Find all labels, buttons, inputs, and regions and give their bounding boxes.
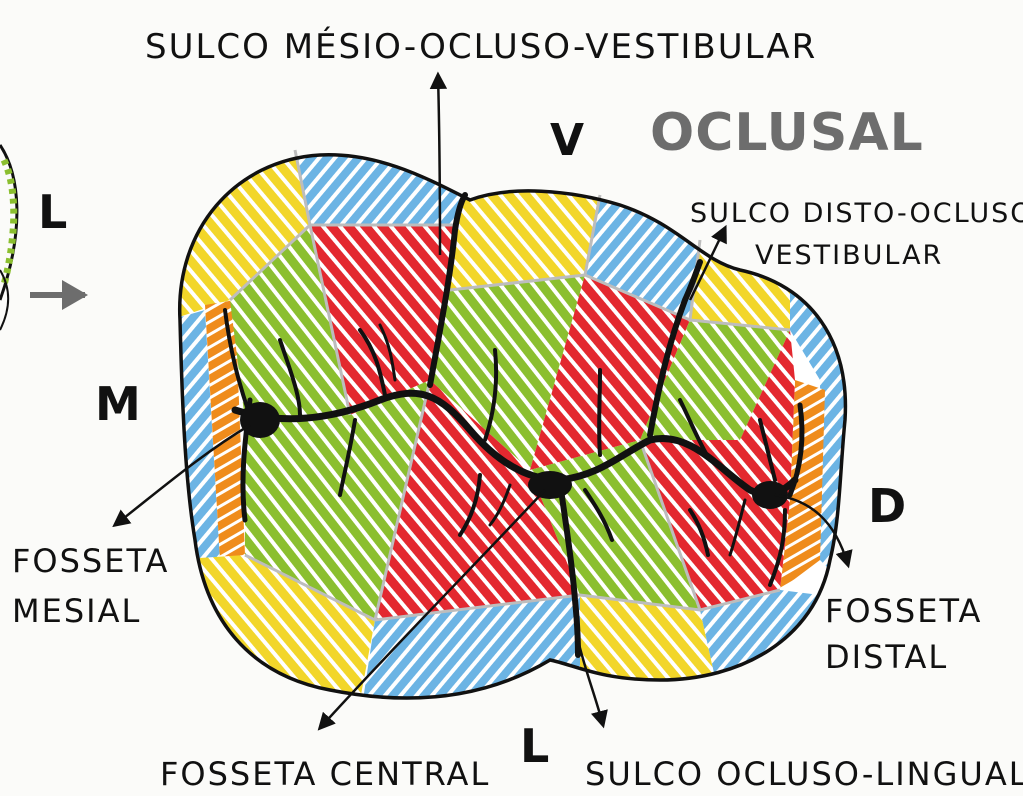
label-fosseta-distal-line2: DISTAL [825, 638, 948, 676]
ridge-yellow-l2 [580, 595, 720, 699]
arrow-fosseta-distal [774, 493, 853, 569]
arrow-fosseta-central [317, 489, 546, 731]
orientation-v: V [550, 115, 584, 166]
ridge-yellow-v2 [450, 170, 600, 290]
ridge-orange-d [780, 380, 825, 590]
orientation-l: L [520, 719, 549, 773]
ridge-yellow-dv [690, 240, 790, 330]
cusp-boundaries [228, 149, 791, 622]
orientation-d: D [868, 479, 906, 533]
title-oclusal: OCLUSAL [650, 103, 924, 163]
mesio-occluso-vestibular-groove [427, 192, 468, 388]
cusp-red-d [640, 330, 795, 610]
label-fosseta-distal-line1: FOSSETA [825, 592, 982, 630]
label-sulco-disto-line1: SULCO DISTO-OCLUSO [690, 198, 1023, 229]
orientation-m: M [95, 377, 141, 431]
label-fosseta-mesial-line2: MESIAL [12, 592, 141, 630]
arrow-disto-occluso-vestibular [688, 224, 727, 301]
label-sulco-mesio-ocluso-vestibular: SULCO MÉSIO-OCLUSO-VESTIBULAR [145, 26, 817, 67]
adjacent-view-fragment: L [0, 144, 88, 331]
arrow-mesio-occluso-vestibular [429, 71, 448, 256]
side-label-l: L [38, 185, 67, 239]
cusp-green-d [640, 320, 790, 440]
cusp-green-ml [245, 380, 430, 620]
label-sulco-disto-line2: VESTIBULAR [755, 240, 943, 271]
distal-fossa-mark [752, 481, 788, 509]
label-sulco-ocluso-lingual: SULCO OCLUSO-LINGUAL [585, 755, 1023, 793]
occluso-lingual-groove [557, 479, 581, 658]
direction-arrowhead [62, 280, 88, 310]
label-fosseta-central: FOSSETA CENTRAL [160, 755, 490, 793]
cusp-red-mv [310, 225, 455, 415]
central-fossa-mark [528, 471, 572, 499]
arrow-fosseta-mesial [112, 423, 251, 528]
cusp-red-dv [530, 275, 690, 470]
arrow-sulco-ocluso-lingual [576, 639, 608, 729]
leader-lines [112, 71, 853, 731]
groove-network [223, 192, 805, 658]
ridge-blue-v3 [585, 195, 700, 320]
mesial-fossa-mark [240, 402, 280, 438]
disto-occluso-vestibular-groove [647, 259, 703, 438]
cusp-green-v [430, 275, 585, 470]
label-fosseta-mesial-line1: FOSSETA [12, 542, 169, 580]
